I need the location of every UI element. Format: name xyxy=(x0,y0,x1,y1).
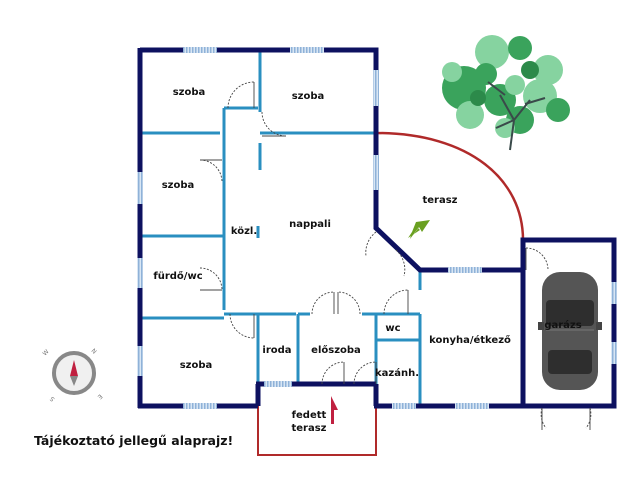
room-label-szoba-mid-left: szoba xyxy=(162,180,195,191)
compass-east: E xyxy=(96,393,104,401)
compass-south: S xyxy=(49,395,57,403)
room-label-wc: wc xyxy=(385,323,400,334)
room-label-kazanh: kazánh. xyxy=(375,367,419,379)
door-swings xyxy=(199,81,592,430)
compass-icon: N E S W xyxy=(41,347,103,402)
room-label-fedett-terasz-2: terasz xyxy=(291,423,326,434)
windows xyxy=(137,47,617,409)
room-label-szoba-top-left: szoba xyxy=(173,87,206,98)
room-label-iroda: iroda xyxy=(262,345,291,356)
room-label-szoba-bottom-left: szoba xyxy=(180,360,213,371)
room-label-szoba-top-right: szoba xyxy=(292,91,325,102)
tree-icon xyxy=(442,35,570,151)
room-label-kozl: közl. xyxy=(231,226,257,237)
inner-walls xyxy=(140,50,422,405)
room-label-eloszoba: előszoba xyxy=(311,344,361,356)
room-label-konyha: konyha/étkező xyxy=(429,334,511,346)
plan-disclaimer: Tájékoztató jellegű alaprajz! xyxy=(34,433,233,448)
compass-north: N xyxy=(90,347,98,355)
compass-west: W xyxy=(41,348,50,357)
covered-terrace-outline xyxy=(257,386,377,456)
room-label-terasz: terasz xyxy=(422,195,457,206)
room-label-furdo-wc: fürdő/wc xyxy=(153,270,202,282)
terrace-boundary xyxy=(375,131,525,241)
car-icon xyxy=(538,272,602,390)
room-label-garazs: garázs xyxy=(544,319,581,331)
room-label-fedett-terasz-1: fedett xyxy=(292,410,327,421)
terrace-arrow-icon xyxy=(408,220,430,239)
room-label-nappali: nappali xyxy=(289,219,331,230)
entrance-arrow-icon xyxy=(331,396,338,424)
